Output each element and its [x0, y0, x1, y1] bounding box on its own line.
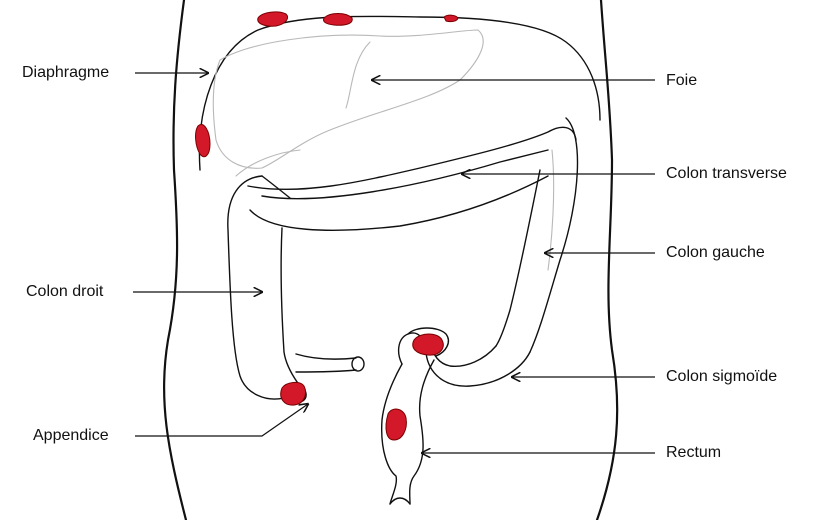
lesion-diaphragm-left — [196, 124, 210, 156]
label-rectum: Rectum — [666, 443, 721, 463]
lesion-diaphragm-top-right — [444, 15, 458, 21]
label-diaphragme: Diaphragme — [22, 63, 109, 83]
label-appendice: Appendice — [33, 426, 109, 446]
lesion-diaphragm-top-left — [258, 12, 288, 26]
label-colon-gauche: Colon gauche — [666, 243, 765, 263]
anal-canal — [390, 498, 410, 504]
lesion-sigmoid — [413, 334, 443, 355]
body-outline-left — [164, 0, 186, 520]
ileum-end — [352, 357, 364, 371]
transverse-colon-top — [248, 127, 576, 189]
cecum-fold — [262, 176, 290, 198]
liver-lobe-line — [346, 42, 370, 108]
pointer-appendice — [135, 404, 308, 436]
hepatic-flexure-faint — [236, 150, 300, 176]
rectum-right — [410, 360, 434, 504]
lesion-rectum — [386, 409, 406, 440]
label-foie: Foie — [666, 71, 697, 91]
diaphragm — [199, 16, 600, 170]
body-outline-right — [597, 0, 617, 520]
label-colon-sigmoide: Colon sigmoïde — [666, 367, 777, 387]
descending-colon-faint — [548, 150, 554, 270]
label-colon-transverse: Colon transverse — [666, 164, 787, 184]
ileum-stump — [296, 354, 356, 372]
ascending-colon-inner — [281, 228, 300, 386]
ascending-colon-outer — [228, 176, 284, 399]
lesion-appendix — [281, 382, 306, 405]
lesion-diaphragm-top-center — [323, 14, 352, 26]
label-colon-droit: Colon droit — [26, 282, 103, 302]
transverse-colon-bottom — [250, 176, 548, 230]
